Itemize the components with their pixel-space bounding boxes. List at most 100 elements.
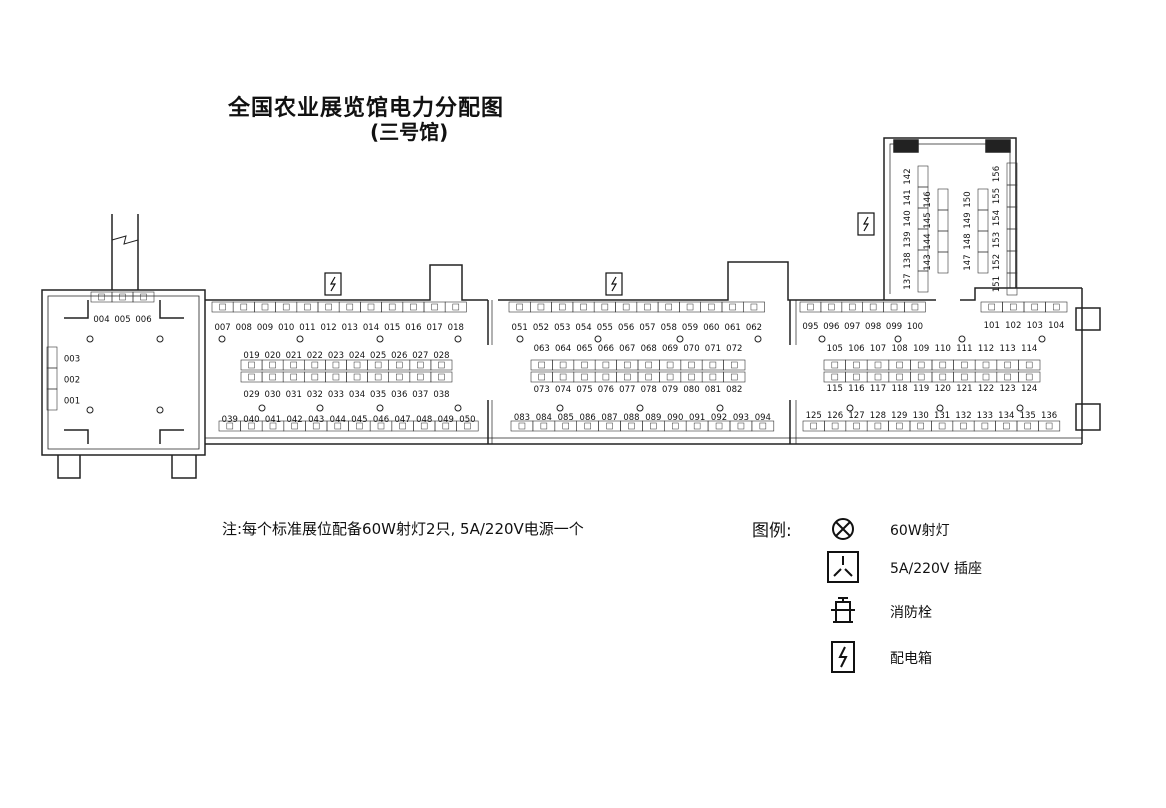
booth-120: 120 [931, 371, 954, 394]
socket-icon [1004, 361, 1011, 369]
booth-number: 001 [64, 397, 80, 407]
socket-icon [356, 422, 363, 430]
booth-number: 098 [865, 322, 881, 332]
booth-number: 114 [1021, 344, 1037, 354]
spotlight-icon [258, 404, 266, 412]
booth-cell [700, 301, 723, 313]
booth-033: 033 [325, 371, 347, 400]
booth-cell [303, 359, 326, 371]
socket-icon [693, 422, 701, 430]
socket-icon [731, 361, 738, 369]
booth-cell [593, 301, 616, 313]
socket-icon [261, 303, 269, 311]
socket-icon [827, 551, 859, 583]
socket-icon [874, 422, 882, 430]
booth-114: 114 [1018, 344, 1041, 371]
socket-icon [665, 303, 672, 311]
booth-cell [317, 301, 340, 313]
socket-icon [1045, 422, 1053, 430]
socket-icon [580, 303, 587, 311]
booth-085: 085 [554, 413, 577, 432]
booth-cell [240, 371, 263, 383]
booth-135: 135 [1016, 411, 1039, 432]
booth-cell [977, 230, 989, 253]
booth-037: 037 [409, 371, 432, 400]
booth-number: 037 [412, 390, 428, 400]
booth-027: 027 [409, 351, 432, 371]
socket-icon [917, 422, 924, 430]
booth-045: 045 [348, 415, 371, 432]
booth-cell [636, 301, 659, 313]
booth-cell [282, 371, 305, 383]
booth-cell [996, 371, 1019, 383]
booth-cell [409, 371, 432, 383]
booth-number: 015 [384, 323, 400, 333]
booth-011: 011 [296, 301, 319, 333]
booth-cell [679, 301, 702, 313]
socket-icon [332, 373, 340, 381]
socket-icon [269, 361, 276, 369]
booth-089: 089 [642, 413, 665, 432]
booth-number: 003 [64, 355, 80, 365]
socket-icon [874, 361, 882, 369]
distribution-box-icon [831, 641, 855, 673]
spotlight-icon [936, 404, 944, 412]
booth-017: 017 [423, 301, 446, 333]
booth-number: 147 [963, 254, 973, 270]
booth-cell [909, 420, 932, 432]
booth-number: 123 [999, 384, 1015, 394]
socket-icon [688, 373, 695, 381]
socket-icon [290, 361, 297, 369]
booth-061: 061 [721, 301, 744, 333]
socket-icon [938, 422, 946, 430]
spotlight-icon [754, 335, 762, 343]
booth-cell [845, 420, 868, 432]
booth-number: 106 [848, 344, 864, 354]
booth-118: 118 [888, 371, 911, 394]
booth-051: 051 [508, 301, 531, 333]
booth-number: 135 [1020, 411, 1036, 421]
booth-cell [637, 371, 660, 383]
booth-021: 021 [282, 351, 305, 371]
booth-number: 081 [705, 385, 721, 395]
distribution-box-icon [605, 272, 623, 296]
booth-number: 156 [992, 166, 1002, 182]
booth-072: 072 [723, 344, 746, 371]
booth-cell [46, 367, 58, 390]
booth-number: 129 [891, 411, 907, 421]
spotlight-icon [1038, 335, 1046, 343]
booth-009: 009 [254, 301, 276, 333]
booth-111: 111 [953, 344, 976, 371]
socket-icon [729, 303, 736, 311]
legend-label-socket: 5A/220V 插座 [890, 561, 982, 577]
booth-cell [974, 371, 998, 383]
socket-icon [686, 303, 694, 311]
booth-number: 124 [1021, 384, 1037, 394]
booth-number: 108 [891, 344, 907, 354]
booth-144: 144 [923, 230, 949, 253]
booth-023: 023 [325, 351, 347, 371]
socket-icon [1024, 422, 1031, 430]
booth-cell [701, 359, 724, 371]
booth-077: 077 [616, 371, 639, 395]
booth-number: 128 [870, 411, 886, 421]
booth-number: 095 [802, 322, 818, 332]
booth-number: 017 [426, 323, 442, 333]
booth-cell [430, 371, 453, 383]
booth-number: 057 [639, 323, 655, 333]
booth-075: 075 [573, 371, 596, 395]
booth-010: 010 [275, 301, 298, 333]
booth-099: 099 [883, 301, 905, 332]
socket-icon [377, 422, 385, 430]
spotlight-icon [86, 406, 94, 414]
socket-icon [516, 303, 523, 311]
booth-number: 082 [726, 385, 742, 395]
booth-number: 004 [93, 315, 109, 325]
socket-icon [1025, 361, 1033, 369]
socket-icon [367, 303, 375, 311]
booth-091: 091 [685, 413, 709, 432]
booth-number: 031 [286, 390, 302, 400]
socket-icon [807, 303, 814, 311]
booth-cell [552, 371, 575, 383]
booth-number: 087 [601, 413, 617, 423]
